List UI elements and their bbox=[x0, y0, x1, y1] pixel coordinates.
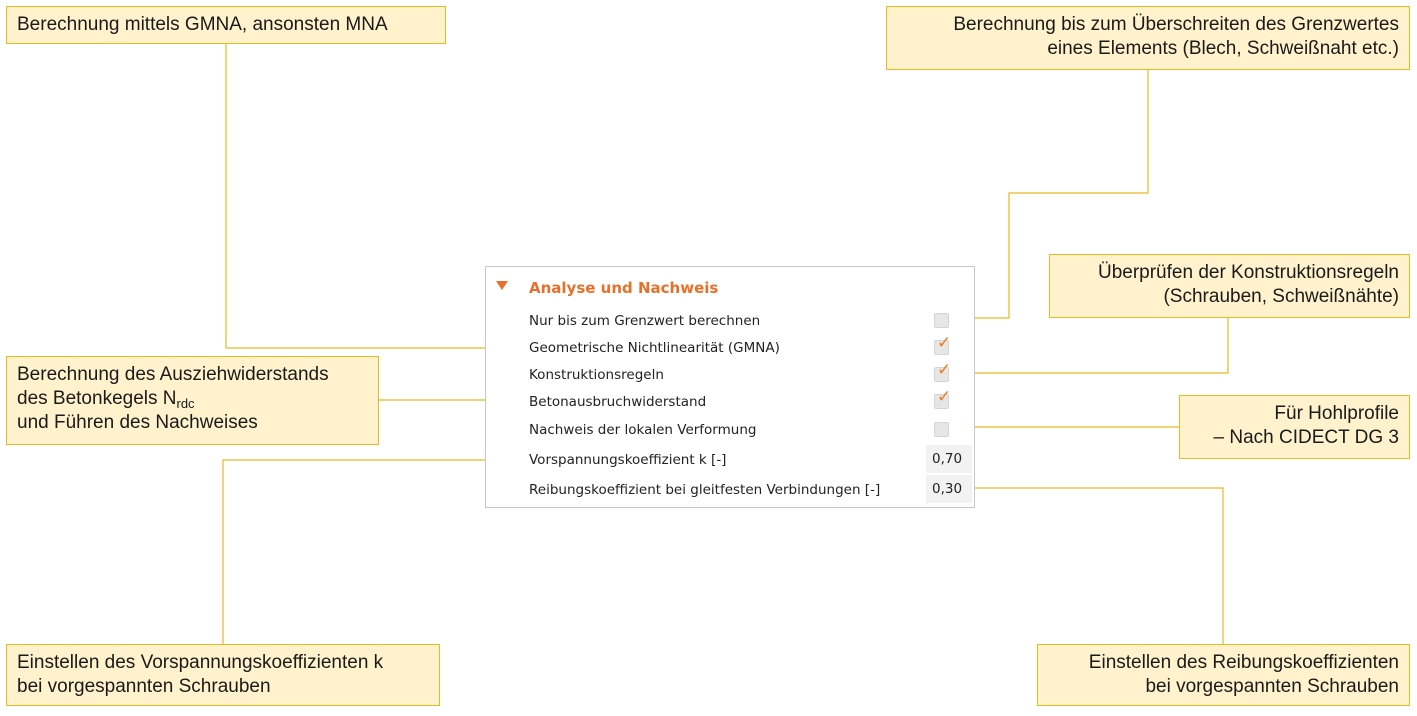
row-local-deformation-label: Nachweis der lokalen Verformung bbox=[529, 422, 757, 438]
leader-limit bbox=[975, 69, 1149, 319]
callout-pullout-line2: des Betonkegels Nrdc bbox=[17, 387, 368, 411]
callout-pullout-subscript: rdc bbox=[176, 396, 195, 411]
row-local-deformation: Nachweis der lokalen Verformung bbox=[486, 416, 974, 443]
callout-preload-line1: Einstellen des Vorspannungskoeffizienten… bbox=[17, 652, 384, 673]
callout-pullout-line2-main: des Betonkegels N bbox=[17, 388, 177, 409]
row-limit-only-label: Nur bis zum Grenzwert berechnen bbox=[529, 313, 761, 329]
leader-rules bbox=[975, 318, 1229, 374]
limit-only-checkbox[interactable] bbox=[934, 313, 949, 328]
check-mark-icon: ✓ bbox=[937, 387, 952, 407]
row-concrete-breakout-label: Betonausbruchwiderstand bbox=[529, 394, 707, 410]
preload-coefficient-value: 0,70 bbox=[932, 451, 963, 467]
analysis-panel: Analyse und Nachweis Nur bis zum Grenzwe… bbox=[485, 266, 975, 508]
check-mark-icon: ✓ bbox=[937, 333, 952, 353]
callout-pullout-line1: Berechnung des Ausziehwiderstands bbox=[17, 364, 329, 385]
callout-preload: Einstellen des Vorspannungskoeffizienten… bbox=[6, 644, 440, 706]
gmna-checkbox[interactable]: ✓ bbox=[934, 334, 951, 355]
callout-friction-line1: Einstellen des Reibungskoeffizienten bbox=[1088, 652, 1399, 673]
row-preload-coefficient-label: Vorspannungskoeffizient k [-] bbox=[529, 452, 727, 468]
row-preload-coefficient: Vorspannungskoeffizient k [-] 0,70 bbox=[486, 445, 974, 473]
leader-preload bbox=[222, 459, 485, 644]
panel-title: Analyse und Nachweis bbox=[529, 279, 719, 297]
friction-coefficient-value: 0,30 bbox=[932, 481, 963, 497]
callout-limit-line1: Berechnung bis zum Überschreiten des Gre… bbox=[953, 14, 1399, 35]
callout-hollow-line2: – Nach CIDECT DG 3 bbox=[1213, 427, 1399, 448]
callout-pullout: Berechnung des Ausziehwiderstands des Be… bbox=[6, 356, 379, 445]
callout-hollow: Für Hohlprofile – Nach CIDECT DG 3 bbox=[1179, 395, 1410, 459]
callout-pullout-line3: und Führen des Nachweises bbox=[17, 412, 258, 433]
concrete-breakout-checkbox[interactable]: ✓ bbox=[934, 388, 951, 409]
callout-preload-line2: bei vorgespannten Schrauben bbox=[17, 676, 271, 697]
row-concrete-breakout: Betonausbruchwiderstand ✓ bbox=[486, 388, 974, 415]
callout-friction: Einstellen des Reibungskoeffizienten bei… bbox=[1037, 644, 1410, 706]
callout-gmna: Berechnung mittels GMNA, ansonsten MNA bbox=[6, 6, 446, 44]
callout-rules: Überprüfen der Konstruktionsregeln (Schr… bbox=[1049, 254, 1410, 318]
row-gmna: Geometrische Nichtlinearität (GMNA) ✓ bbox=[486, 334, 974, 361]
row-construction-rules: Konstruktionsregeln ✓ bbox=[486, 361, 974, 388]
callout-limit-line2: eines Elements (Blech, Schweißnaht etc.) bbox=[1047, 38, 1399, 59]
callout-limit: Berechnung bis zum Überschreiten des Gre… bbox=[886, 6, 1410, 70]
check-mark-icon: ✓ bbox=[937, 360, 952, 380]
callout-friction-line2: bei vorgespannten Schrauben bbox=[1145, 676, 1399, 697]
preload-coefficient-field[interactable]: 0,70 bbox=[926, 445, 972, 473]
callout-rules-line1: Überprüfen der Konstruktionsregeln bbox=[1097, 262, 1399, 283]
leader-friction bbox=[975, 487, 1224, 644]
row-gmna-label: Geometrische Nichtlinearität (GMNA) bbox=[529, 340, 780, 356]
row-construction-rules-label: Konstruktionsregeln bbox=[529, 367, 664, 383]
callout-rules-line2: (Schrauben, Schweißnähte) bbox=[1163, 286, 1399, 307]
collapse-triangle-icon[interactable] bbox=[496, 281, 508, 290]
row-limit-only: Nur bis zum Grenzwert berechnen bbox=[486, 307, 974, 334]
callout-hollow-line1: Für Hohlprofile bbox=[1274, 403, 1399, 424]
panel-header[interactable]: Analyse und Nachweis bbox=[486, 277, 974, 299]
callout-gmna-text: Berechnung mittels GMNA, ansonsten MNA bbox=[17, 14, 388, 35]
row-friction-coefficient-label: Reibungskoeffizient bei gleitfesten Verb… bbox=[529, 482, 881, 498]
leader-gmna bbox=[225, 43, 485, 349]
row-friction-coefficient: Reibungskoeffizient bei gleitfesten Verb… bbox=[486, 475, 974, 503]
construction-rules-checkbox[interactable]: ✓ bbox=[934, 361, 951, 382]
friction-coefficient-field[interactable]: 0,30 bbox=[926, 475, 972, 503]
local-deformation-checkbox[interactable] bbox=[934, 422, 949, 437]
